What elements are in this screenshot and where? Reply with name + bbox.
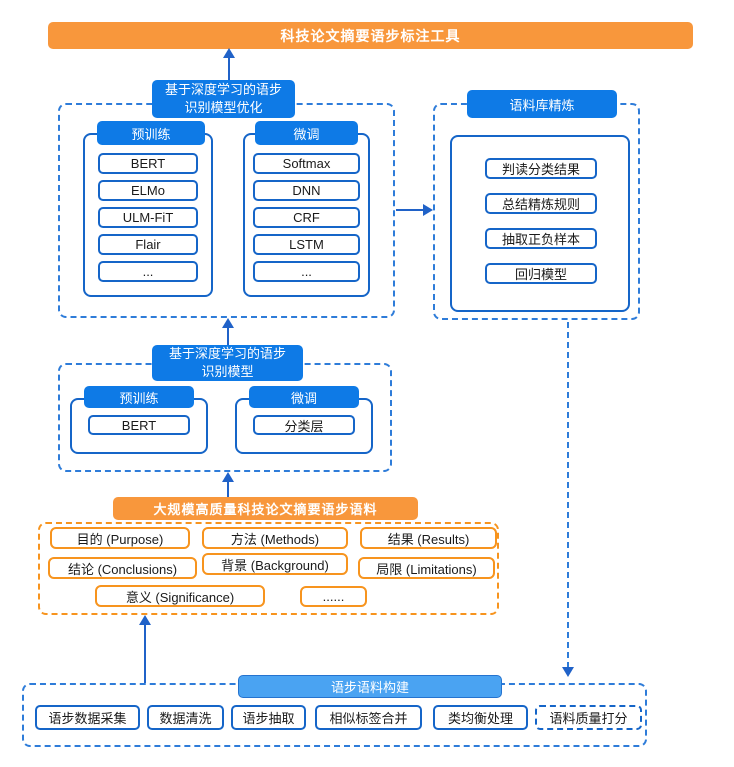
node-sample-extract: 抽取正负样本 xyxy=(485,228,597,249)
arrow-build-to-corpus-line xyxy=(144,623,146,683)
node-significance: 意义 (Significance) xyxy=(95,585,265,607)
node-data-collection: 语步数据采集 xyxy=(35,705,140,730)
node-purpose: 目的 (Purpose) xyxy=(50,527,190,549)
node-classifier-layer: 分类层 xyxy=(253,415,355,435)
node-lstm: LSTM xyxy=(253,234,360,255)
node-label-merging: 相似标签合并 xyxy=(315,705,422,730)
node-move-extraction: 语步抽取 xyxy=(231,705,306,730)
node-elmo: ELMo xyxy=(98,180,198,201)
construction-banner-label: 语步语料构建 xyxy=(330,680,409,695)
node-background: 背景 (Background) xyxy=(202,553,348,575)
base-finetune-header: 微调 xyxy=(249,386,359,408)
node-corpus-more: ...... xyxy=(300,586,367,607)
arrow-right-icon xyxy=(423,204,433,216)
arrow-opt-to-refine-line xyxy=(396,209,424,211)
base-finetune-header-label: 微调 xyxy=(290,390,317,406)
node-regression: 回归模型 xyxy=(485,263,597,284)
node-crf: CRF xyxy=(253,207,360,228)
construction-banner: 语步语料构建 xyxy=(238,675,502,698)
finetune-header-label: 微调 xyxy=(293,126,320,142)
node-quality-scoring: 语料质量打分 xyxy=(535,705,642,730)
optimization-title-line2: 识别模型优化 xyxy=(184,100,263,115)
finetune-header: 微调 xyxy=(255,121,358,145)
arrow-base-to-opt-line xyxy=(227,326,229,345)
title-banner: 科技论文摘要语步标注工具 xyxy=(48,22,693,49)
pretrain-header: 预训练 xyxy=(97,121,205,145)
node-methods: 方法 (Methods) xyxy=(202,527,348,549)
arrow-corpus-to-base-line xyxy=(227,480,229,497)
optimization-title-box: 基于深度学习的语步 识别模型优化 xyxy=(152,80,295,118)
refinement-header: 语料库精炼 xyxy=(467,90,617,118)
corpus-banner-label: 大规模高质量科技论文摘要语步语料 xyxy=(153,502,378,517)
node-judge-results: 判读分类结果 xyxy=(485,158,597,179)
base-pretrain-header-label: 预训练 xyxy=(119,390,159,406)
arrow-up-icon xyxy=(222,318,234,328)
node-flair: Flair xyxy=(98,234,198,255)
node-bert: BERT xyxy=(98,153,198,174)
node-ulmfit: ULM-FiT xyxy=(98,207,198,228)
node-finetune-more: ... xyxy=(253,261,360,282)
corpus-banner: 大规模高质量科技论文摘要语步语料 xyxy=(113,497,418,520)
base-model-title-box: 基于深度学习的语步 识别模型 xyxy=(152,345,303,381)
node-data-cleaning: 数据清洗 xyxy=(147,705,224,730)
arrow-opt-to-title-line xyxy=(228,56,230,80)
arrow-refine-to-build-dashed-line xyxy=(567,322,569,668)
arrow-down-icon xyxy=(562,667,574,677)
pretrain-header-label: 预训练 xyxy=(131,126,171,142)
node-limitations: 局限 (Limitations) xyxy=(358,557,495,579)
corpus-container xyxy=(38,522,499,615)
refinement-header-label: 语料库精炼 xyxy=(509,97,575,113)
base-model-title-line1: 基于深度学习的语步 xyxy=(168,346,286,362)
optimization-title-line1: 基于深度学习的语步 xyxy=(164,82,282,98)
node-refine-rules: 总结精炼规则 xyxy=(485,193,597,214)
base-model-title-line2: 识别模型 xyxy=(201,364,254,379)
node-pretrain-more: ... xyxy=(98,261,198,282)
base-pretrain-header: 预训练 xyxy=(84,386,194,408)
arrow-up-icon xyxy=(222,472,234,482)
node-class-balancing: 类均衡处理 xyxy=(433,705,528,730)
node-dnn: DNN xyxy=(253,180,360,201)
node-base-bert: BERT xyxy=(88,415,190,435)
title-banner-label: 科技论文摘要语步标注工具 xyxy=(280,27,461,44)
node-softmax: Softmax xyxy=(253,153,360,174)
node-results: 结果 (Results) xyxy=(360,527,497,549)
node-conclusions: 结论 (Conclusions) xyxy=(48,557,197,579)
arrow-up-icon xyxy=(223,48,235,58)
arrow-up-icon xyxy=(139,615,151,625)
